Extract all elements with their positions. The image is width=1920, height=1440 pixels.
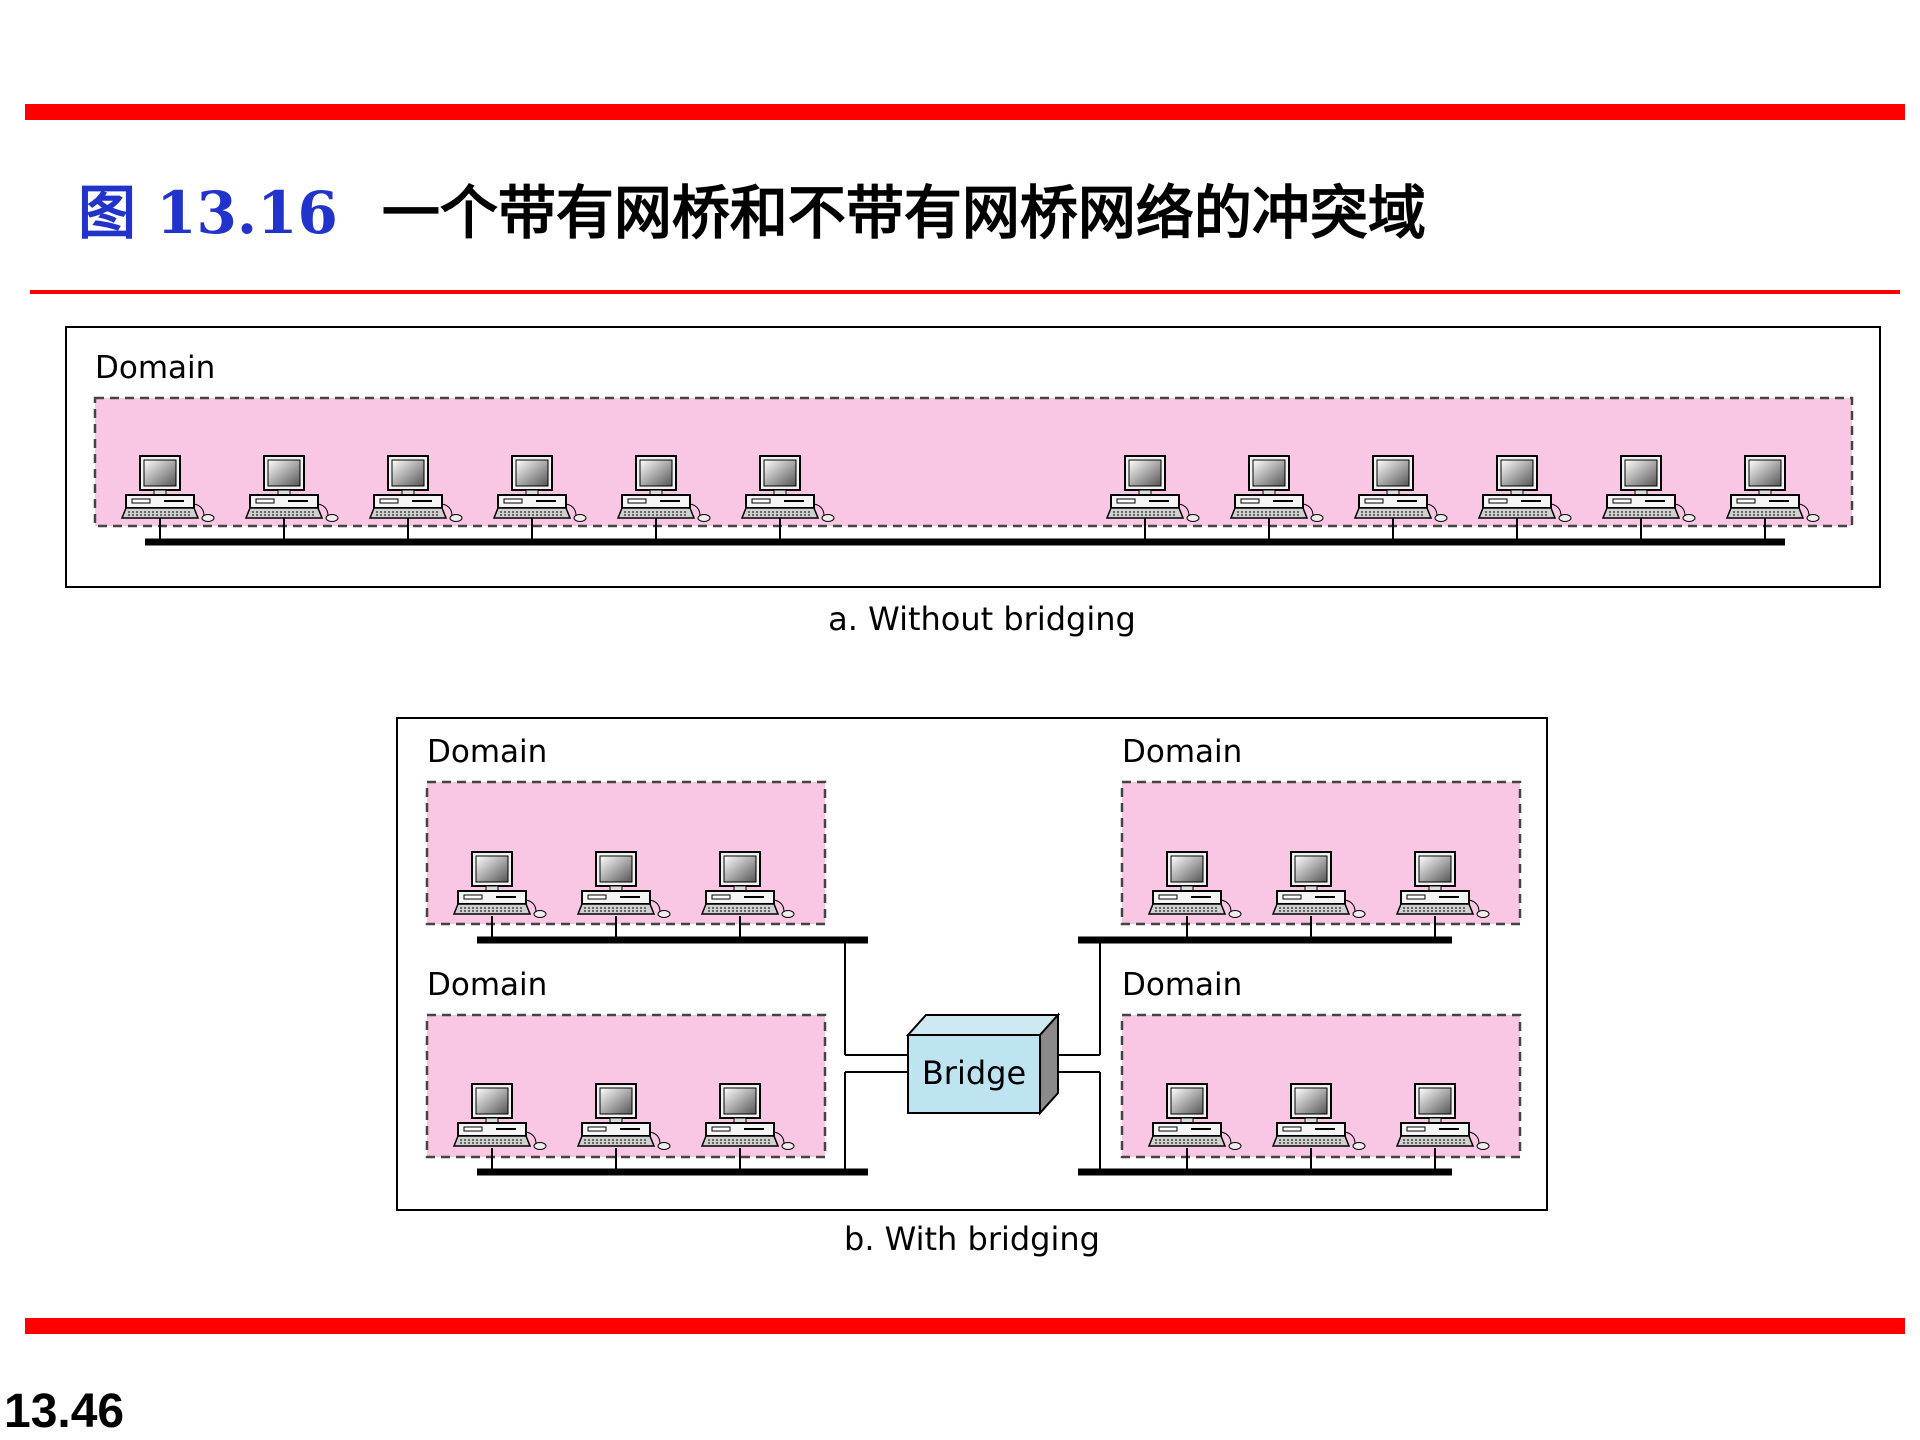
diagram-with-bridging: Domain Domain Domain bbox=[396, 717, 1548, 1258]
domain-label: Domain bbox=[427, 734, 547, 770]
station-group-left bbox=[121, 455, 835, 542]
figure-title: 一个带有网桥和不带有网桥网络的冲突域 bbox=[381, 179, 1426, 247]
slide-title: 图 13.16 一个带有网桥和不带有网桥网络的冲突域 bbox=[78, 178, 1426, 248]
bridge-icon: Bridge bbox=[905, 1012, 1061, 1116]
station-group-right bbox=[1106, 455, 1820, 542]
domain-label: Domain bbox=[427, 967, 547, 1003]
domain-bottom-right: Domain bbox=[1078, 967, 1522, 1176]
top-red-rule bbox=[25, 104, 1905, 120]
bridge-label: Bridge bbox=[922, 1054, 1026, 1092]
domain-label: Domain bbox=[1122, 734, 1242, 770]
diagram-without-bridging: Domain bbox=[65, 326, 1881, 638]
caption-a: a. Without bridging bbox=[828, 600, 1136, 638]
title-underline-rule bbox=[30, 290, 1900, 294]
domain-label-a: Domain bbox=[95, 350, 215, 386]
domain-bottom-left: Domain bbox=[425, 967, 868, 1176]
bottom-red-rule bbox=[25, 1318, 1905, 1334]
figure-label: 图 13.16 bbox=[78, 179, 338, 247]
collision-domain-a bbox=[93, 396, 1854, 528]
domain-top-left: Domain bbox=[425, 734, 868, 944]
slide-number: 13.46 bbox=[4, 1385, 125, 1438]
caption-b: b. With bridging bbox=[844, 1220, 1100, 1258]
domain-label: Domain bbox=[1122, 967, 1242, 1003]
domain-top-right: Domain bbox=[1078, 734, 1522, 944]
